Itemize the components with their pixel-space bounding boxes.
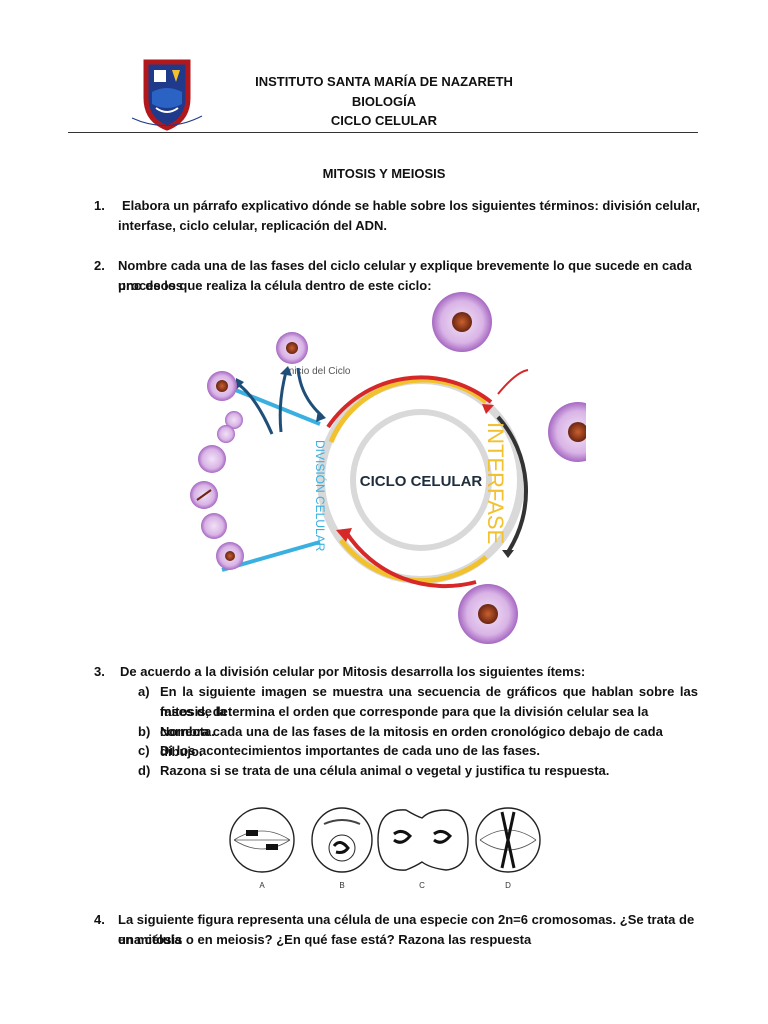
chromosomes xyxy=(246,830,258,836)
cell-image xyxy=(225,411,243,429)
question-text-line1: La siguiente figura representa una célul… xyxy=(118,912,695,947)
page-title: MITOSIS Y MEIOSIS xyxy=(322,166,446,181)
cell-nucleus xyxy=(568,422,586,442)
item-text-line1: En la siguiente imagen se muestra una se… xyxy=(160,684,698,719)
question-number: 3. xyxy=(94,664,105,679)
item-letter: d) xyxy=(138,763,151,778)
black-arc xyxy=(496,415,528,554)
cell-cycle-diagram: CICLO CELULAR INTERFASE DIVISIÓN CELULAR… xyxy=(190,292,586,644)
item-letter: c) xyxy=(138,743,150,758)
nucleus-outline xyxy=(328,834,356,862)
red-small-arrow xyxy=(497,369,529,395)
cell-image xyxy=(201,513,227,539)
cell-nucleus xyxy=(452,312,472,332)
cell-nucleus xyxy=(225,551,235,561)
cell-image xyxy=(548,402,586,462)
question-number: 4. xyxy=(94,912,105,927)
item-letter: b) xyxy=(138,724,151,739)
red-arrowhead xyxy=(336,528,352,542)
blue-line-top xyxy=(227,385,321,426)
spindle xyxy=(233,830,291,850)
chromosomes xyxy=(332,841,350,854)
chromosomes xyxy=(266,844,278,850)
question-text-line2: interfase, ciclo celular, replicación de… xyxy=(118,218,388,233)
question-text-line2: procesos que realiza la célula dentro de… xyxy=(118,278,432,293)
cycle-center-label: CICLO CELULAR xyxy=(360,473,483,490)
item-text-line1: Nombra cada una de las fases de la mitos… xyxy=(160,724,663,759)
question-number: 2. xyxy=(94,258,105,273)
yellow-arc-top xyxy=(328,377,488,443)
red-arrowhead xyxy=(482,404,494,414)
red-arc-top xyxy=(326,375,493,429)
cell-outline xyxy=(475,807,541,873)
cell-outline xyxy=(377,809,469,871)
black-arrowhead xyxy=(502,550,514,558)
chromosomes xyxy=(500,811,516,869)
figure-label-a: A xyxy=(259,881,265,890)
division-label: DIVISIÓN CELULAR xyxy=(313,440,328,552)
figure-label-c: C xyxy=(419,881,425,890)
cell-outline xyxy=(229,807,295,873)
spindle xyxy=(323,819,361,825)
cell-image xyxy=(198,445,226,473)
spindle xyxy=(479,829,537,851)
cell-nucleus xyxy=(216,380,228,392)
teal-arrowhead xyxy=(316,410,326,422)
header-divider xyxy=(68,132,698,133)
question-text-line1: De acuerdo a la división celular por Mit… xyxy=(120,664,586,679)
mitosis-phases-figure: A B C D xyxy=(229,807,541,890)
question-text-line2: en mitosis o en meiosis? ¿En qué fase es… xyxy=(118,932,532,947)
cell-nucleus xyxy=(286,342,298,354)
question-text-line1: Nombre cada una de las fases del ciclo c… xyxy=(118,258,692,293)
figure-label-d: D xyxy=(505,881,511,890)
figure-label-b: B xyxy=(339,881,344,890)
cycle-start-label: Inicio del Ciclo xyxy=(286,366,351,377)
school-name: INSTITUTO SANTA MARÍA DE NAZARETH xyxy=(255,74,513,89)
item-text-line1: Razona si se trata de una célula animal … xyxy=(160,763,610,778)
school-logo xyxy=(131,59,203,131)
gray-inner-ring xyxy=(350,409,492,551)
subject: BIOLOGÍA xyxy=(351,94,417,109)
cell-image xyxy=(217,425,235,443)
teal-arrowhead xyxy=(236,378,244,390)
item-text-line1: Di los acontecimientos importantes de ca… xyxy=(160,743,541,758)
question-number: 1. xyxy=(94,198,105,213)
interphase-label: INTERFASE xyxy=(483,422,508,544)
cell-outline xyxy=(311,807,373,873)
teal-arrow xyxy=(278,371,288,433)
item-text-line2: mitosis, determina el orden que correspo… xyxy=(160,704,649,739)
chromosomes xyxy=(393,829,413,844)
teal-arrow xyxy=(237,382,274,435)
chromosomes xyxy=(433,829,453,844)
cell-nucleus xyxy=(478,604,498,624)
item-letter: a) xyxy=(138,684,150,699)
chromosomes xyxy=(196,489,212,501)
question-text-line1: Elabora un párrafo explicativo dónde se … xyxy=(122,198,700,213)
topic: CICLO CELULAR xyxy=(330,113,438,128)
red-arc-bottom xyxy=(344,530,477,589)
teal-arrowhead xyxy=(280,366,292,376)
